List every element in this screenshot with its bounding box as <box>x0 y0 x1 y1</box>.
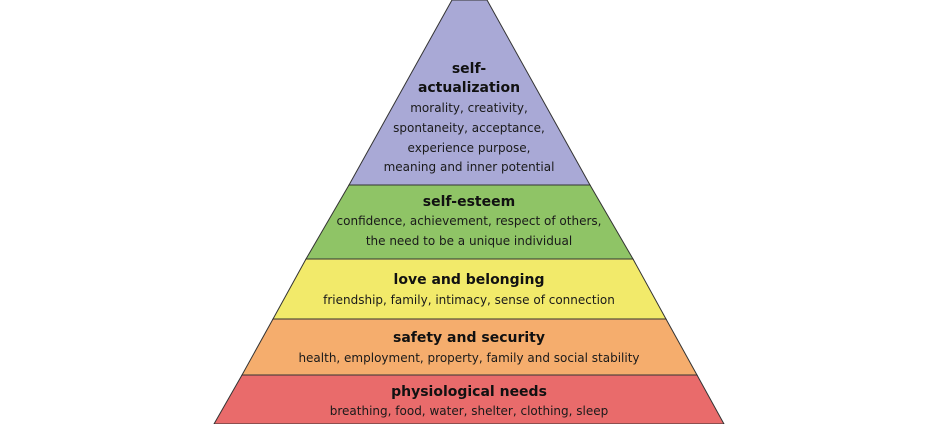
tier-safety-and-security-title: safety and security <box>393 330 545 346</box>
tier-love-and-belonging-shape <box>272 258 667 320</box>
tier-physiological-needs-desc: breathing, food, water, shelter, clothin… <box>330 404 608 418</box>
tier-self-actualization-desc-3: experience purpose, <box>408 141 531 155</box>
tier-self-esteem-desc-1: confidence, achievement, respect of othe… <box>337 214 602 228</box>
tier-self-actualization-desc-1: morality, creativity, <box>410 101 528 115</box>
tier-physiological-needs-title: physiological needs <box>391 384 547 400</box>
tier-self-actualization-desc-2: spontaneity, acceptance, <box>393 121 545 135</box>
tier-self-esteem: self-esteem confidence, achievement, res… <box>305 184 634 260</box>
tier-safety-and-security: safety and security health, employment, … <box>241 318 698 376</box>
tier-self-esteem-title: self-esteem <box>423 194 515 210</box>
tier-self-actualization-title-1: self- <box>452 61 486 77</box>
tier-self-actualization: self- actualization morality, creativity… <box>348 0 591 186</box>
tier-physiological-needs: physiological needs breathing, food, wat… <box>213 374 725 424</box>
tier-love-and-belonging-title: love and belonging <box>394 272 545 288</box>
tier-safety-and-security-desc: health, employment, property, family and… <box>298 351 639 365</box>
tier-physiological-needs-shape <box>213 374 725 424</box>
tier-love-and-belonging: love and belonging friendship, family, i… <box>272 258 667 320</box>
tier-self-actualization-title-2: actualization <box>418 80 520 96</box>
tier-self-actualization-desc-4: meaning and inner potential <box>384 160 555 174</box>
tier-self-esteem-desc-2: the need to be a unique individual <box>366 234 572 248</box>
tier-safety-and-security-shape <box>241 318 698 376</box>
tier-love-and-belonging-desc: friendship, family, intimacy, sense of c… <box>323 293 615 307</box>
